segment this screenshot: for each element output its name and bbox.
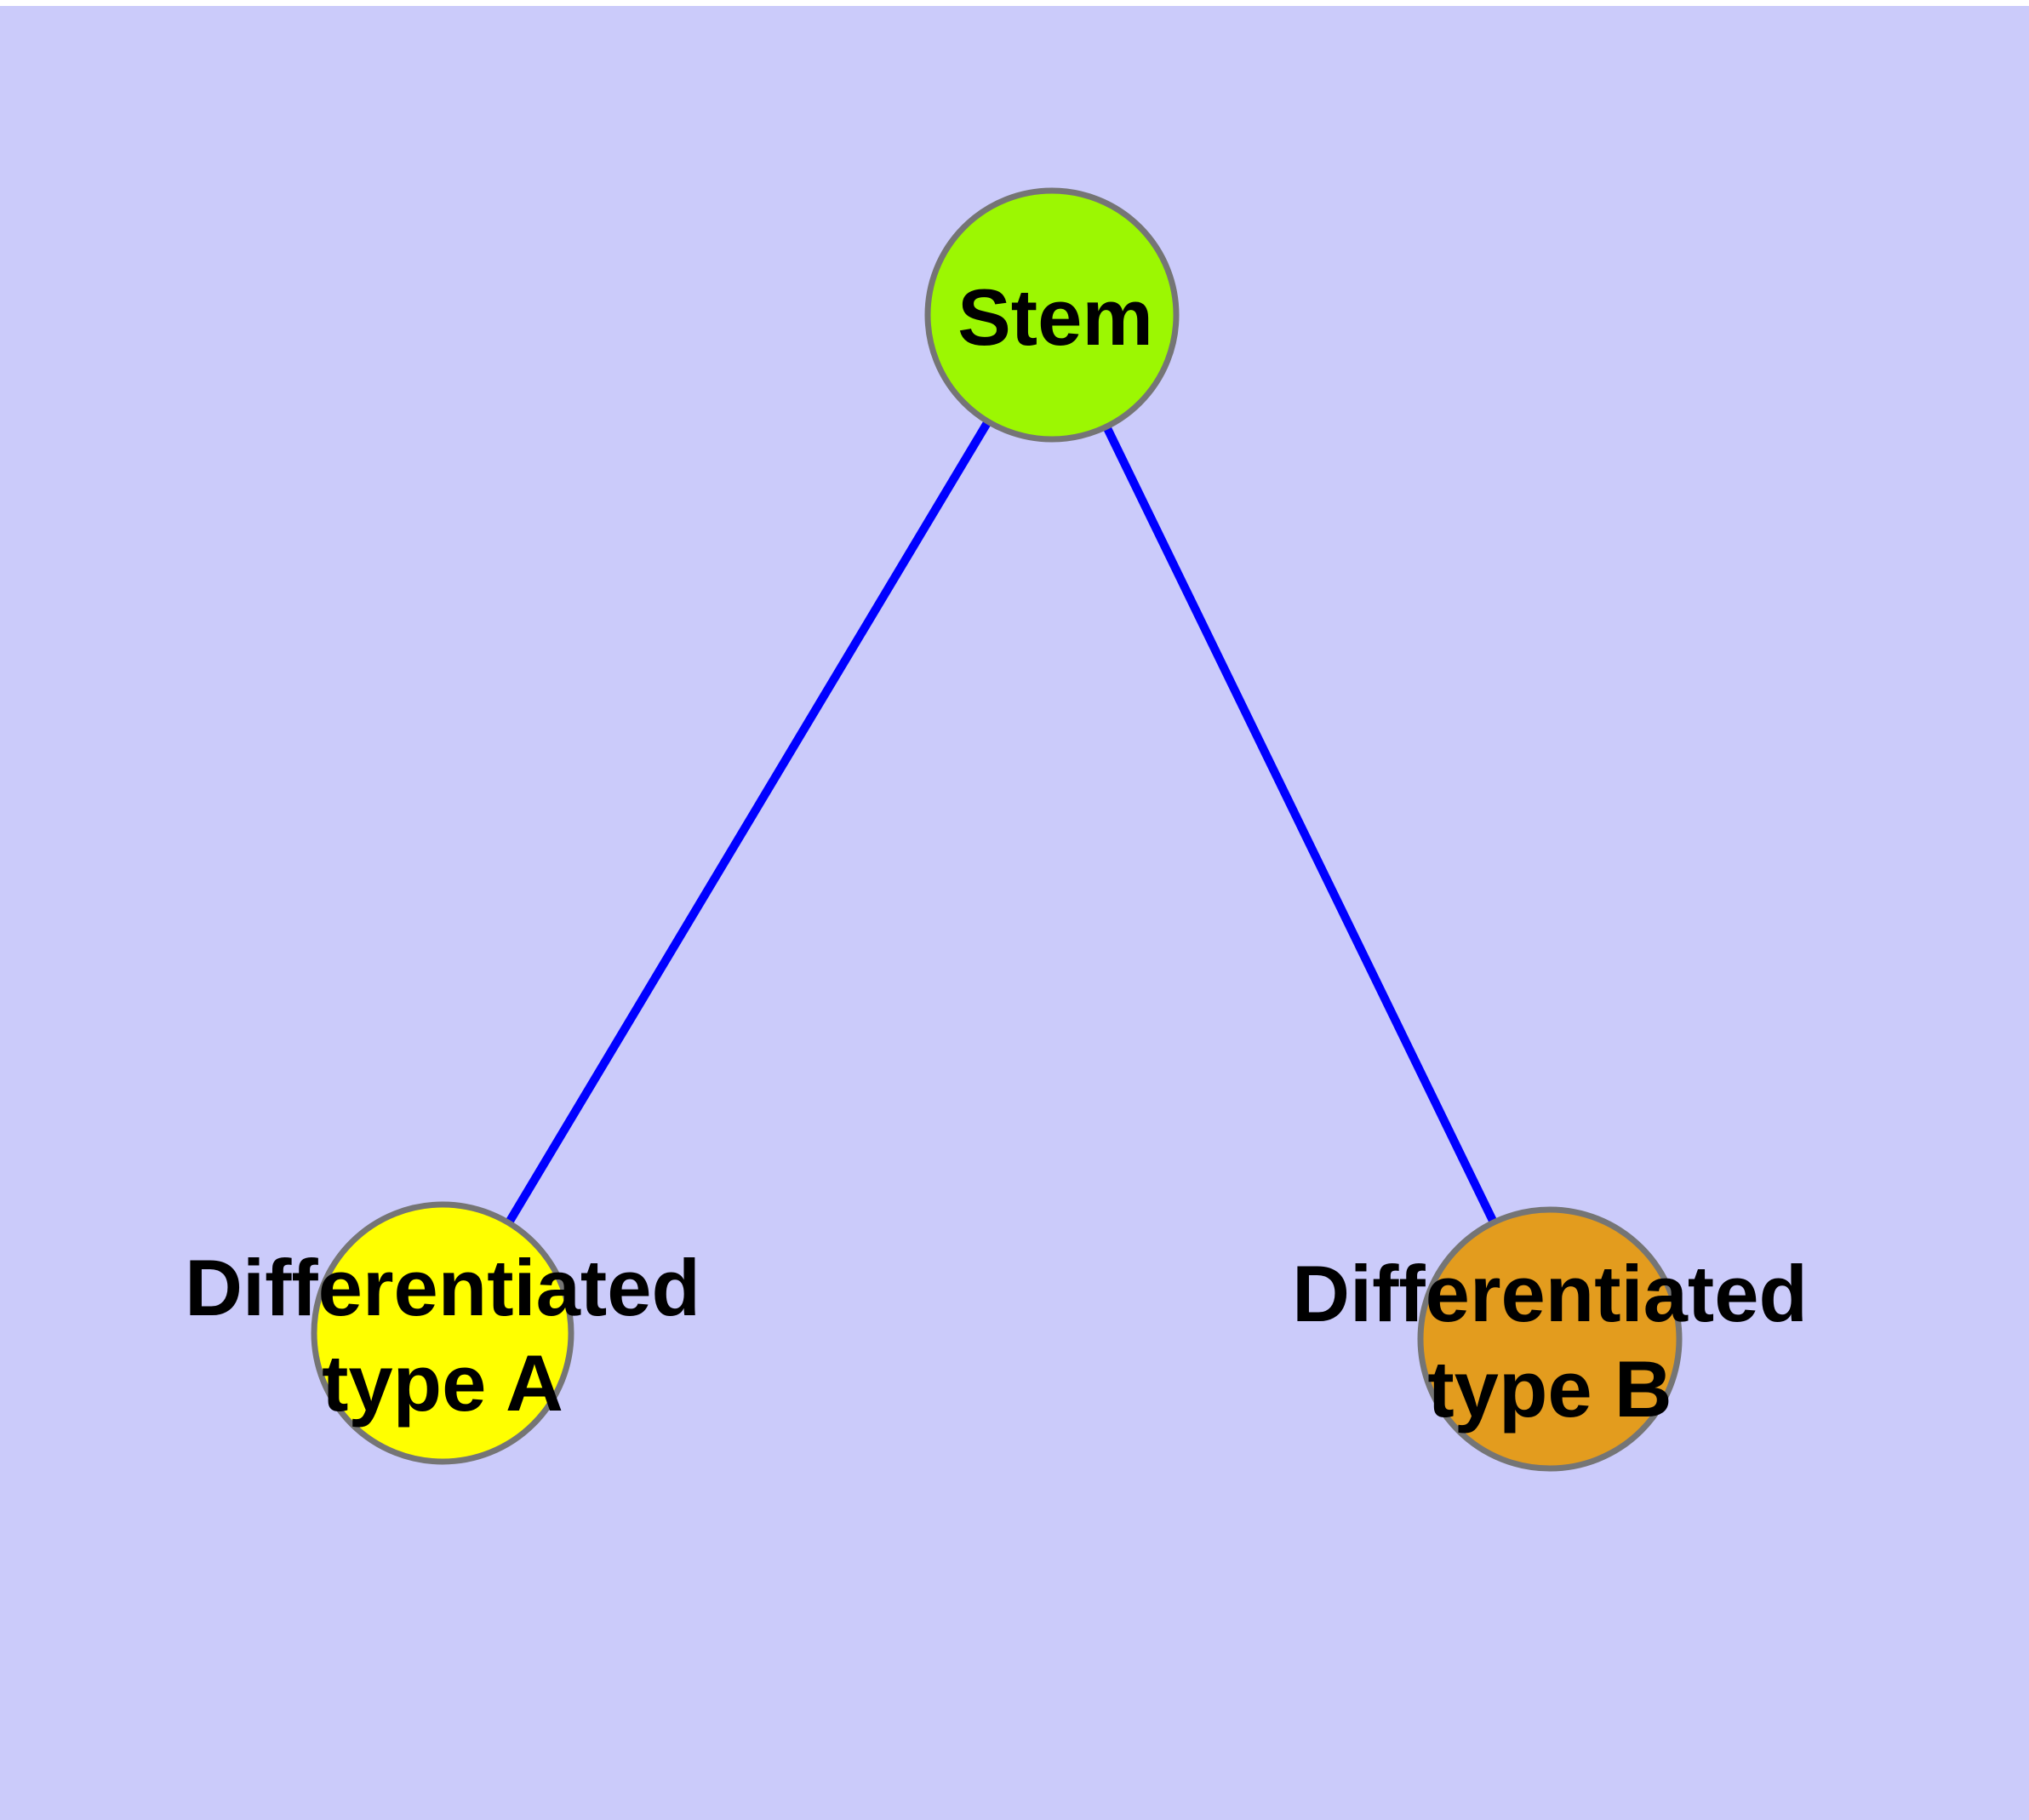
edge-group [505, 419, 1498, 1225]
edge-stem-to-type-a [505, 419, 992, 1225]
node-group [311, 187, 1683, 1472]
edge-stem-to-type-b [1102, 424, 1498, 1225]
node-differentiated-type-a [311, 1201, 574, 1465]
label-group: Stem Differentiated type A Differentiate… [185, 272, 1808, 1434]
node-type-a-label-line1: Differentiated [185, 1243, 700, 1332]
node-stem [924, 187, 1180, 443]
node-type-b-label-line2: type B [1427, 1344, 1672, 1434]
node-stem-label: Stem [957, 272, 1153, 362]
node-type-a-label-line2: type A [322, 1338, 563, 1428]
node-type-b-label-line1: Differentiated [1292, 1249, 1808, 1338]
node-differentiated-type-b [1417, 1206, 1683, 1472]
